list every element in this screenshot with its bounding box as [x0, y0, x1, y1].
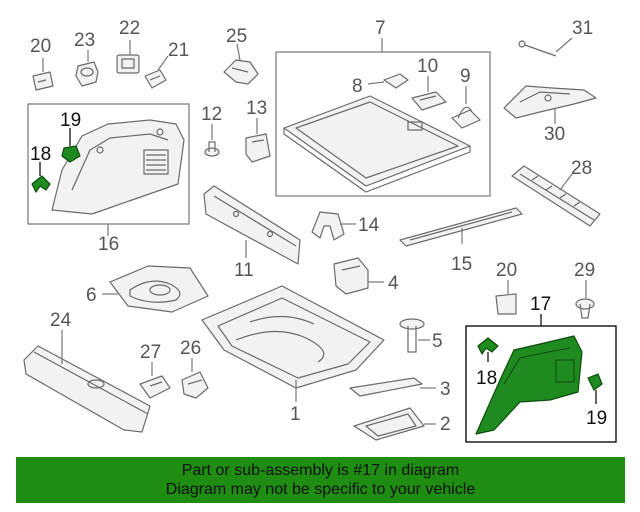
- part-3-cover-board[interactable]: [349, 377, 423, 397]
- part-8-hook[interactable]: [383, 73, 409, 89]
- callout-27: 27: [140, 342, 161, 363]
- callout-14: 14: [358, 215, 380, 236]
- part-20-clip-right[interactable]: [495, 293, 517, 315]
- part-13-bracket[interactable]: [245, 133, 271, 163]
- callout-30: 30: [544, 124, 565, 145]
- callout-12: 12: [201, 104, 222, 125]
- callout-25: 25: [226, 26, 247, 47]
- part-14-bracket[interactable]: [311, 211, 345, 241]
- callout-28: 28: [571, 158, 592, 179]
- part-20-clip[interactable]: [32, 71, 54, 91]
- callout-6: 6: [86, 285, 97, 306]
- callout-20-top: 20: [30, 36, 51, 57]
- part-6-tool-tray[interactable]: [109, 265, 209, 313]
- callout-16: 16: [98, 234, 119, 255]
- callout-23: 23: [74, 30, 95, 51]
- callout-1: 1: [290, 404, 301, 425]
- info-banner: Part or sub-assembly is #17 in diagram D…: [16, 457, 625, 503]
- part-1-storage-tub[interactable]: [201, 285, 385, 389]
- callout-26: 26: [180, 338, 201, 359]
- part-27-hook[interactable]: [139, 375, 171, 399]
- callout-4: 4: [388, 273, 399, 294]
- callout-7: 7: [375, 18, 386, 39]
- part-22-bracket[interactable]: [116, 54, 140, 74]
- callout-18-right: 18: [476, 368, 497, 389]
- callout-2: 2: [440, 414, 451, 435]
- callout-10: 10: [417, 56, 438, 77]
- callout-19-right: 19: [586, 408, 607, 429]
- part-18-clip-left[interactable]: [31, 175, 51, 193]
- part-2-small-tray[interactable]: [353, 407, 425, 441]
- part-5-hold-bolt[interactable]: [399, 318, 425, 353]
- callout-11: 11: [234, 260, 254, 281]
- part-11-side-panel[interactable]: [203, 185, 301, 265]
- part-15-scuff-plate[interactable]: [399, 207, 523, 247]
- part-31-jack-handle[interactable]: [518, 40, 557, 57]
- callout-31: 31: [572, 18, 593, 39]
- part-24-tonneau-cover[interactable]: [23, 345, 151, 433]
- callout-17: 17: [530, 294, 551, 315]
- part-29-push-clip[interactable]: [575, 298, 595, 319]
- exploded-parts-diagram: 20 23 22 21 19 18 16 25: [23, 18, 617, 443]
- part-10-latch[interactable]: [411, 91, 447, 111]
- part-19-clip-right[interactable]: [587, 373, 603, 391]
- part-4-bracket[interactable]: [333, 257, 369, 295]
- callout-22: 22: [119, 18, 140, 39]
- part-23-grommet[interactable]: [75, 61, 99, 87]
- callout-24: 24: [50, 310, 72, 331]
- callout-21: 21: [168, 40, 189, 61]
- callout-13: 13: [246, 98, 267, 119]
- part-9-handle[interactable]: [451, 106, 481, 129]
- part-12-bolt[interactable]: [204, 141, 220, 157]
- box-part-7: [275, 51, 491, 197]
- callout-29: 29: [574, 260, 595, 281]
- callout-19-left: 19: [60, 110, 81, 131]
- callout-20-right: 20: [496, 260, 517, 281]
- part-25-bracket[interactable]: [223, 59, 259, 85]
- part-28-sill-rail[interactable]: [511, 165, 601, 227]
- part-7-deck-board[interactable]: [283, 95, 471, 193]
- part-19-clip-left[interactable]: [61, 145, 81, 163]
- part-21-clip[interactable]: [144, 69, 167, 89]
- part-30-jack[interactable]: [503, 85, 597, 119]
- callout-18-left: 18: [30, 144, 51, 165]
- part-17-quarter-trim-highlighted[interactable]: [475, 335, 583, 435]
- part-18-clip-right[interactable]: [477, 337, 499, 355]
- banner-line-1: Part or sub-assembly is #17 in diagram: [181, 462, 460, 479]
- callout-5: 5: [432, 331, 443, 352]
- banner-line-2: Diagram may not be specific to your vehi…: [165, 481, 476, 498]
- callout-8: 8: [352, 76, 363, 97]
- callout-9: 9: [460, 66, 471, 87]
- part-26-bracket[interactable]: [181, 371, 209, 399]
- part-16-quarter-trim[interactable]: [51, 119, 185, 215]
- callout-3: 3: [440, 379, 451, 400]
- callout-15: 15: [451, 254, 472, 275]
